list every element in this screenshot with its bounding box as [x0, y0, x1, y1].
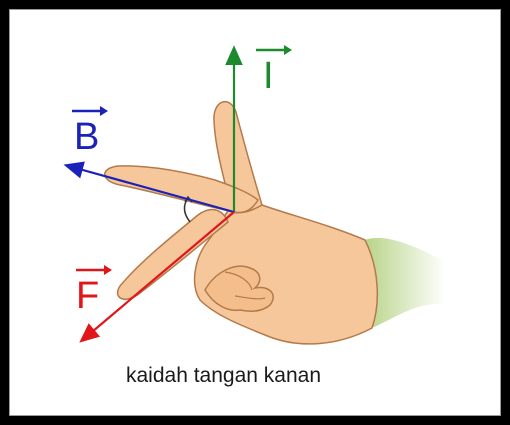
middle-finger	[116, 208, 229, 300]
current-label: I	[263, 55, 274, 97]
field-arrow	[63, 161, 235, 214]
force-label: F	[76, 275, 99, 317]
sleeve	[365, 237, 445, 328]
field-label: B	[74, 116, 99, 158]
current-label-group: I	[256, 45, 292, 97]
force-arrow	[79, 211, 235, 343]
force-label-group: F	[76, 265, 112, 317]
hand	[104, 101, 379, 345]
field-label-group: B	[72, 106, 108, 158]
curled-fingers	[204, 265, 274, 312]
caption: kaidah tangan kanan	[126, 364, 321, 387]
index-finger	[104, 165, 259, 214]
